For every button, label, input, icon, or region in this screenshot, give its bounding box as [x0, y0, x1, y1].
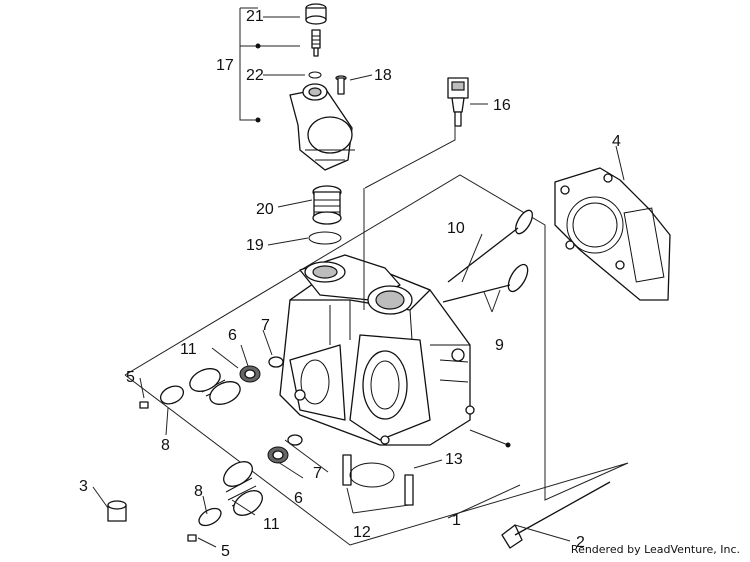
- o-ring: [308, 231, 342, 245]
- o-ring-large: [349, 462, 395, 488]
- reference-dots: [255, 43, 511, 448]
- head-gasket: [554, 167, 671, 301]
- callout-10: 10: [447, 220, 465, 237]
- callout-19: 19: [246, 237, 264, 254]
- dowel-pins: [342, 454, 414, 506]
- callout-6-upper: 6: [228, 327, 237, 344]
- callout-6-lower: 6: [294, 490, 303, 507]
- callout-8-upper: 8: [161, 437, 170, 454]
- bleed-screw: [311, 29, 321, 57]
- spring-seat-lower: [287, 434, 303, 446]
- cylinder-head: [279, 254, 475, 446]
- callout-17: 17: [216, 57, 234, 74]
- valve-stem-seal-lower: [267, 446, 289, 464]
- callout-5-lower: 5: [221, 543, 230, 560]
- plug: [107, 500, 127, 522]
- valve-keeper-upper: [139, 401, 149, 409]
- callout-5-upper: 5: [126, 369, 135, 386]
- callout-22: 22: [246, 67, 264, 84]
- spring-retainer-lower: [198, 507, 222, 527]
- leader-lines: [92, 7, 625, 548]
- washer: [308, 71, 322, 79]
- spring-retainer-upper: [159, 385, 185, 405]
- callout-9: 9: [495, 337, 504, 354]
- valve-stem-seal-upper: [239, 365, 261, 383]
- callout-2: 2: [576, 534, 585, 551]
- callout-21: 21: [246, 8, 264, 25]
- valve-keeper-lower: [187, 534, 197, 542]
- thermostat: [312, 185, 342, 225]
- bolt: [335, 75, 347, 95]
- valve-spring-lower: [223, 461, 263, 516]
- valve-intake: [442, 263, 529, 303]
- callout-3: 3: [79, 478, 88, 495]
- callout-13: 13: [445, 451, 463, 468]
- callout-18: 18: [374, 67, 392, 84]
- spring-seat-upper: [268, 356, 284, 368]
- callout-8-lower: 8: [194, 483, 203, 500]
- callout-12: 12: [353, 524, 371, 541]
- callout-11-lower: 11: [263, 516, 280, 533]
- callout-20: 20: [256, 201, 274, 218]
- valve-spring-upper: [189, 368, 241, 405]
- valve-exhaust: [447, 209, 533, 283]
- callout-4: 4: [612, 133, 621, 150]
- head-bolt: [501, 481, 611, 549]
- callout-16: 16: [493, 97, 511, 114]
- callout-7-upper: 7: [261, 317, 270, 334]
- temperature-sensor: [447, 77, 469, 127]
- callout-11-upper: 11: [180, 341, 197, 358]
- credit-text: Rendered by LeadVenture, Inc.: [570, 543, 740, 556]
- cap: [305, 3, 327, 25]
- callout-7-lower: 7: [313, 465, 322, 482]
- callout-1: 1: [452, 512, 461, 529]
- callouts: 1 2 3 4 5 5 6 6 7 7 8 8 9 10 11 11 12 13…: [79, 8, 621, 560]
- thermostat-housing: [289, 83, 355, 171]
